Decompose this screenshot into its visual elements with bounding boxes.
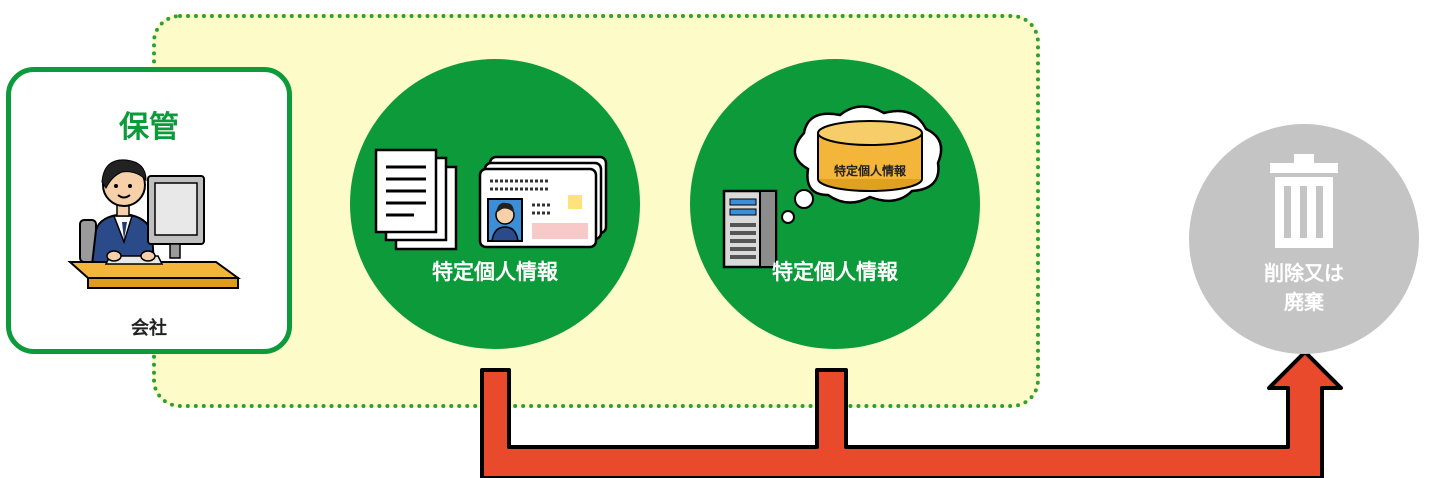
storage-title: 保管 [119,110,179,145]
disposal-label-line1: 削除又は [1264,261,1344,285]
trash-icon [1270,154,1338,248]
thought-bubble-icon [781,105,943,224]
database-circle-label: 特定個人情報 [772,260,898,284]
server-icon [722,189,778,269]
company-label: 会社 [131,318,167,339]
office-worker-icon [67,159,242,289]
id-card-icon [478,155,608,249]
disposal-label-line2: 廃棄 [1284,290,1324,314]
company-storage-box: 保管 会社 [6,67,292,354]
documents-icon [374,148,458,251]
disposal-label: 削除又は 廃棄 [1189,259,1419,317]
disposal-circle: 削除又は 廃棄 [1189,124,1419,354]
database-circle: 特定個人情報 特定個人情報 [690,59,980,349]
documents-circle: 特定個人情報 [350,59,640,349]
database-label: 特定個人情報 [833,164,906,178]
documents-label: 特定個人情報 [432,260,558,284]
